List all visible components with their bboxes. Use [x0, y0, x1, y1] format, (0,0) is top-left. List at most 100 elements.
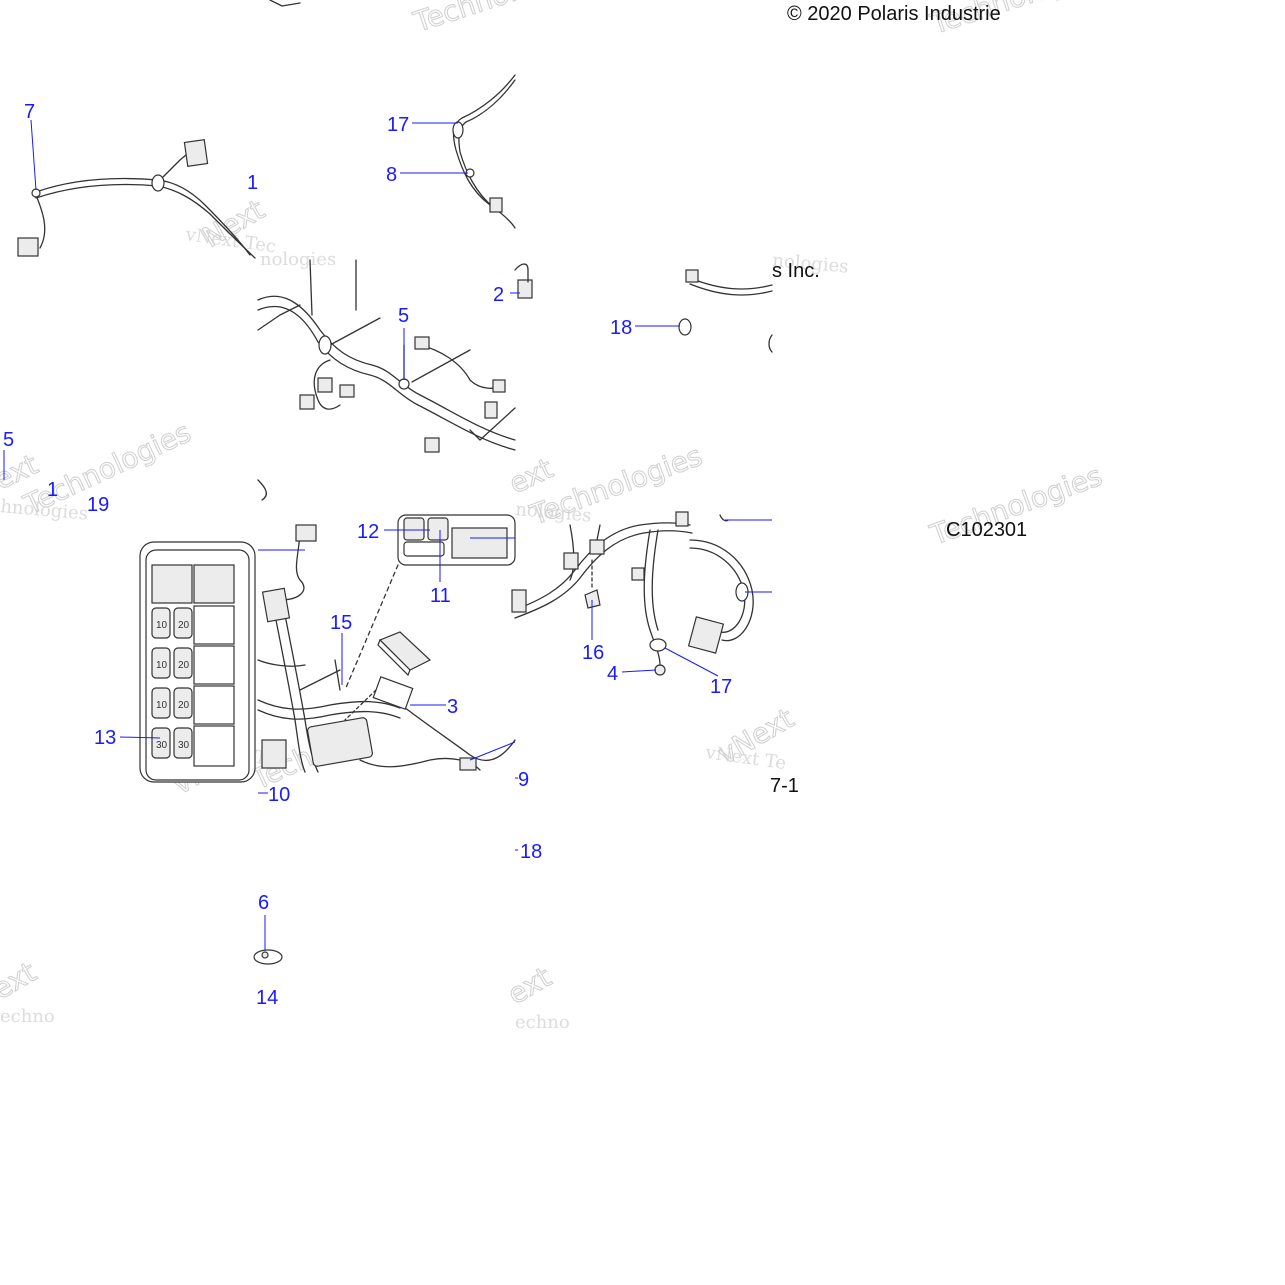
relay-5 [193, 685, 235, 725]
fuse-2-rating: 20 [178, 620, 190, 631]
callout-14[interactable]: 14 [256, 987, 278, 1009]
fuse-inset-detail [397, 514, 516, 566]
watermark-layer: Technologies Technologies vNext Tec Next… [0, 0, 1109, 1033]
watermark-echno-1: echno [0, 1006, 55, 1027]
watermark-ext-bottommid: ext [502, 960, 557, 1011]
watermark-ext-bottomleft: ext [0, 955, 42, 1006]
page-number: 7-1 [770, 775, 799, 797]
callout-11[interactable]: 11 [430, 585, 451, 607]
copyright-text: © 2020 Polaris Industrie [787, 3, 1001, 25]
connector-20 [675, 511, 689, 527]
relay-3 [193, 605, 235, 645]
connector-6 [339, 384, 355, 398]
callout-16[interactable]: 16 [582, 642, 604, 664]
connector-21 [631, 567, 645, 581]
connector-4 [317, 377, 333, 393]
harness-front-left-tile [17, 0, 301, 259]
fuse-2 [173, 607, 193, 639]
connector-18 [511, 589, 527, 613]
grommet-1 [151, 174, 165, 192]
watermark-echno-2: echno [515, 1012, 570, 1033]
callout-2[interactable]: 2 [493, 284, 504, 306]
connector-9 [484, 401, 498, 419]
relay-2 [193, 564, 235, 604]
callout-1-top[interactable]: 1 [247, 172, 258, 194]
connector-13 [261, 739, 287, 769]
callout-labels: 7 17 8 1 2 5 18 5 1 19 12 11 15 16 4 17 … [3, 101, 732, 1009]
connector-10 [424, 437, 440, 453]
fuse-column-left: 10 20 10 20 10 20 30 30 [151, 607, 193, 759]
harness-right-mid-tile [678, 269, 773, 353]
connector-7 [414, 336, 430, 350]
nut-4 [654, 664, 666, 676]
clip-6 [253, 949, 283, 965]
clip-5 [398, 378, 410, 390]
callout-15[interactable]: 15 [330, 612, 352, 634]
relay-4 [193, 645, 235, 685]
connector-14 [261, 587, 291, 623]
fuse-5 [151, 687, 171, 719]
grommet-2 [318, 335, 332, 355]
connector-19 [687, 616, 725, 654]
callout-3[interactable]: 3 [447, 696, 458, 718]
callout-19[interactable]: 19 [87, 494, 109, 516]
fuse-4 [173, 647, 193, 679]
connector-17 [589, 539, 605, 555]
callout-12[interactable]: 12 [357, 521, 379, 543]
clip-17-bottom [649, 638, 667, 652]
callout-10[interactable]: 10 [268, 784, 290, 806]
callout-18-bottom[interactable]: 18 [520, 841, 542, 863]
callout-17-bottom[interactable]: 17 [710, 676, 732, 698]
fuse-1-rating: 10 [156, 620, 168, 631]
clip-18 [678, 318, 692, 336]
fuse-7 [151, 727, 171, 759]
fuse-3-rating: 10 [156, 660, 168, 671]
watermark-nologies-1: nologies [260, 249, 336, 270]
connector-1 [183, 139, 209, 167]
harness-top-mid-tile [452, 74, 516, 229]
callout-9[interactable]: 9 [518, 769, 529, 791]
connector-5 [299, 394, 315, 410]
harness-center-tile [257, 259, 533, 453]
module-box-3 [377, 631, 432, 677]
watermark-technologies-top: Technologies [409, 0, 591, 39]
small-part-6 [253, 949, 283, 965]
connector-2 [17, 237, 39, 257]
fuse-box-detail: 10 20 10 20 10 20 30 30 [139, 541, 256, 783]
fuse-8 [173, 727, 193, 759]
callout-4[interactable]: 4 [607, 663, 618, 685]
callout-8[interactable]: 8 [386, 164, 397, 186]
fuse-block [307, 717, 373, 767]
fuse-6 [173, 687, 193, 719]
inset-relay [451, 527, 508, 559]
fuse-5-rating: 10 [156, 700, 168, 711]
harness-right-lower-tile [511, 511, 754, 676]
fuse-6-rating: 20 [178, 700, 190, 711]
inset-fuse-b [427, 517, 449, 541]
clip-17-top [452, 121, 464, 139]
callout-5[interactable]: 5 [398, 305, 409, 327]
leader-lines [3, 119, 772, 950]
connector-8 [492, 379, 506, 393]
clip-6-center [261, 951, 269, 959]
fuse-4-rating: 20 [178, 660, 190, 671]
connector-12 [295, 524, 317, 542]
fuse-1 [151, 607, 171, 639]
fuse-3 [151, 647, 171, 679]
connector-2-part [517, 279, 533, 299]
callout-17-top[interactable]: 17 [387, 114, 409, 136]
inset-fuse-a [403, 517, 425, 541]
inset-bus [403, 541, 445, 557]
clip-7 [31, 188, 41, 198]
callout-18-top[interactable]: 18 [610, 317, 632, 339]
bracket-16 [584, 589, 601, 609]
fuse-label-3 [372, 676, 414, 710]
figure-code: C102301 [946, 519, 1027, 541]
callout-5-left[interactable]: 5 [3, 429, 14, 451]
callout-1-left[interactable]: 1 [47, 479, 58, 501]
callout-13[interactable]: 13 [94, 727, 116, 749]
fuse-7-rating: 30 [156, 740, 168, 751]
callout-7[interactable]: 7 [24, 101, 35, 123]
callout-6[interactable]: 6 [258, 892, 269, 914]
